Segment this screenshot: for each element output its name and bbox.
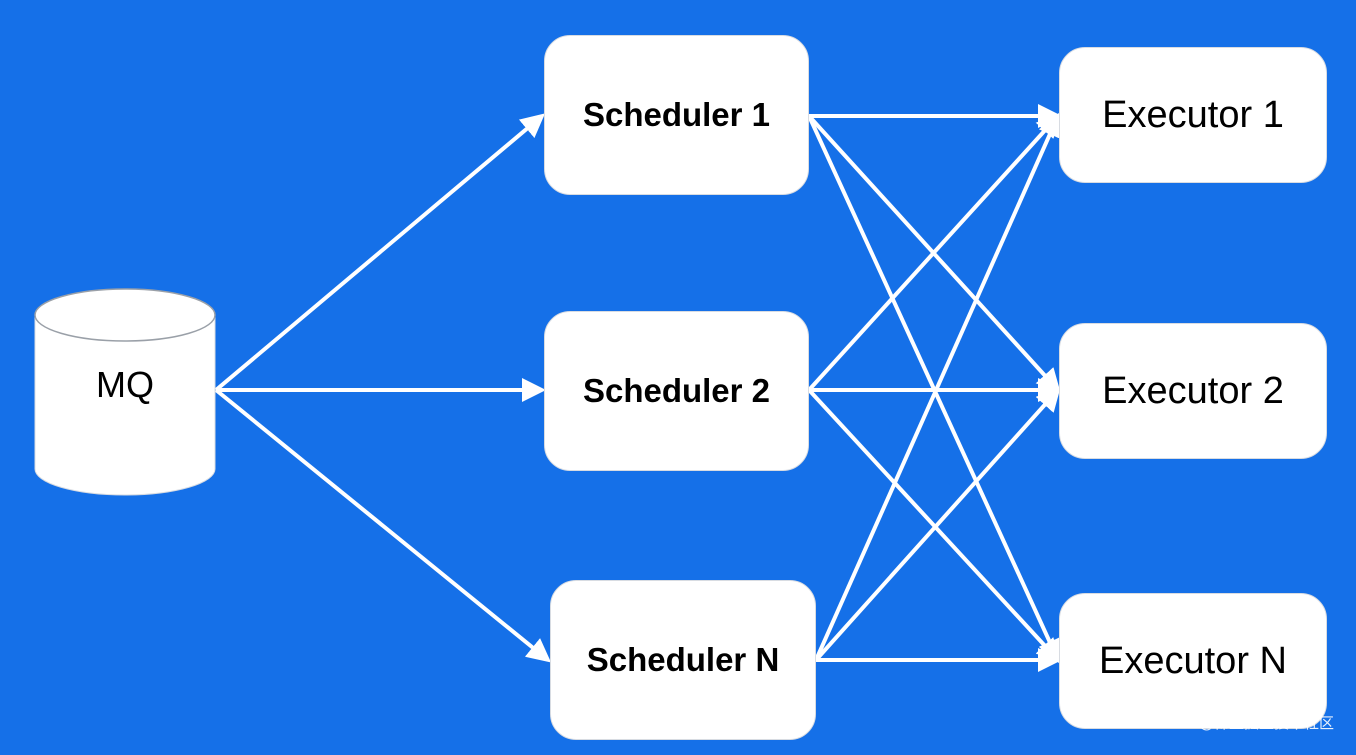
scheduler-1-node: Scheduler 1 (544, 35, 809, 195)
edge-scheduler-2-to-executor-n (807, 388, 1061, 663)
executor-2-node: Executor 2 (1059, 323, 1327, 459)
executor-1-node: Executor 1 (1059, 47, 1327, 183)
scheduler-n-node: Scheduler N (550, 580, 816, 740)
mq-cylinder-shape (34, 288, 216, 496)
mq-label: MQ (96, 364, 154, 405)
source-credit: @稀土掘金技术社区 (1198, 714, 1334, 732)
edge-scheduler-n-to-executor-1 (814, 112, 1061, 661)
edge-mq-to-scheduler-1 (214, 113, 546, 392)
edge-scheduler-n-to-executor-2 (814, 387, 1061, 662)
edge-mq-to-scheduler-n (214, 388, 552, 663)
mq-node: MQ (34, 288, 216, 496)
scheduler-2-node: Scheduler 2 (544, 311, 809, 471)
executor-n-node: Executor N (1059, 593, 1327, 729)
edge-scheduler-2-to-executor-1 (807, 113, 1061, 392)
